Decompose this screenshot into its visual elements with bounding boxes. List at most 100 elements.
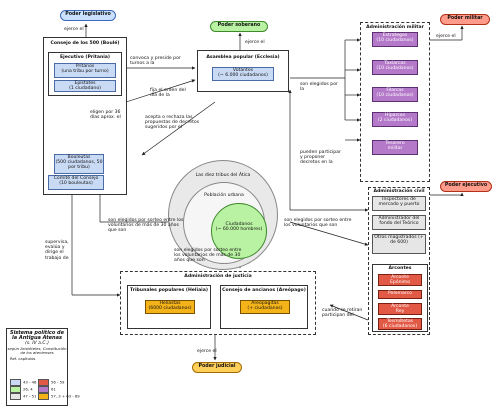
circle-inner: Ciudadanos (~ 60.000 hombres) bbox=[211, 203, 267, 259]
consejo-title: Consejo de los 500 (Boulé) bbox=[50, 41, 120, 46]
justicia-box: Administración de justicia bbox=[120, 271, 316, 335]
civil-item-administrador: Administrador del fondo del Teórico bbox=[372, 215, 426, 230]
militar-item-detail: militar bbox=[387, 146, 403, 152]
militar-item-filarcas: Filarcas (10 ciudadanos) bbox=[372, 87, 418, 102]
areopagitas-detail: (+ ciudadanos) bbox=[247, 306, 283, 312]
legend-item: 47 - 51 bbox=[10, 393, 36, 400]
circle-middle-label: Población urbana bbox=[204, 193, 244, 198]
epistates-detail: (1 ciudadano) bbox=[69, 86, 101, 92]
label-ejerce-jud: ejerce el bbox=[197, 349, 217, 354]
bouleutas-detail: (500 ciudadanos, 50 por tribu) bbox=[55, 160, 103, 171]
legend-swatch bbox=[38, 393, 49, 400]
circle-outer-label: Las diez tribus del Ática bbox=[195, 173, 251, 178]
legend-swatch bbox=[38, 379, 49, 386]
militar-item-estrategos: Estrategos (10 ciudadanos) bbox=[372, 32, 418, 47]
arconte-item-name: Tesmótetas bbox=[386, 319, 414, 324]
civil-title: Administración civil bbox=[373, 189, 425, 194]
legend-date: (s. IV a.C.) bbox=[25, 341, 49, 347]
circle-inner-label: Ciudadanos bbox=[225, 222, 253, 227]
heliastas-box: Heliastas (6000 ciudadanos) bbox=[145, 300, 195, 314]
militar-item-detail: (10 ciudadanos) bbox=[376, 66, 414, 72]
poder-legislativo-pill: Poder legislativo bbox=[60, 10, 116, 21]
legend-item-label: 47 - 51 bbox=[23, 393, 37, 399]
asamblea-title: Asamblea popular (Ecclesia) bbox=[206, 55, 280, 60]
arconte-item-detail: Epónimo bbox=[389, 280, 411, 286]
militar-item-name: Hiparcas bbox=[385, 113, 405, 118]
legend-title: Sistema político de la Antigua Atenas bbox=[9, 330, 65, 342]
legend-item: 26, 4 bbox=[10, 386, 33, 393]
arconte-item-name: Arconte bbox=[391, 275, 409, 280]
legend-swatch bbox=[38, 386, 49, 393]
militar-title: Administración militar bbox=[366, 25, 424, 30]
epistates-box: Epístates (1 ciudadano) bbox=[54, 80, 116, 92]
civil-item-inspectores: Inspectores de mercado y puerto bbox=[372, 196, 426, 211]
militar-item-hiparcas: Hiparcas (2 ciudadanos) bbox=[372, 112, 418, 127]
militar-box: Administración militar bbox=[360, 22, 430, 182]
arconte-eponimo: Arconte Epónimo bbox=[378, 274, 422, 286]
militar-item-name: Filarcas bbox=[386, 88, 404, 93]
civil-item-otros: Otros magistrados (+ de 600) bbox=[372, 234, 426, 254]
pritanos-label: Pritanos bbox=[75, 64, 95, 69]
militar-item-detail: (10 ciudadanos) bbox=[376, 38, 414, 44]
poder-militar-pill: Poder militar bbox=[440, 14, 490, 25]
pritanos-detail: (una tribu por turno) bbox=[61, 69, 109, 75]
label-pueden: pueden participar y proponer decretos en… bbox=[300, 150, 341, 166]
label-fija: fija el orden del día de la bbox=[150, 88, 186, 99]
epistates-label: Epístates bbox=[74, 81, 96, 86]
legend-item-label: 56 - 59 bbox=[51, 379, 65, 385]
justicia-title: Administración de justicia bbox=[184, 274, 252, 279]
tribunales-title: Tribunales populares (Heliaia) bbox=[130, 288, 208, 293]
label-sorteo1: son elegidos por sorteo entre los volunt… bbox=[108, 218, 184, 234]
legend-item-label: 57, 3 + 63 - 69 bbox=[51, 393, 80, 399]
label-eligen36: eligen por 36 días aprox. el bbox=[90, 110, 121, 121]
heliastas-detail: (6000 ciudadanos) bbox=[148, 306, 192, 312]
heliastas-label: Heliastas bbox=[159, 301, 181, 306]
comite-detail: (10 bouleutas) bbox=[59, 181, 93, 187]
arcontes-title: Arcontes bbox=[388, 266, 412, 271]
label-ejerce-sob: ejerce el bbox=[245, 40, 265, 45]
votantes-label: Votantes bbox=[232, 68, 254, 73]
legend-swatch bbox=[10, 379, 21, 386]
arconte-polemarco: Polemarco bbox=[378, 290, 422, 299]
militar-item-detail: (10 ciudadanos) bbox=[376, 93, 414, 99]
poder-judicial-pill: Poder judicial bbox=[192, 362, 242, 373]
militar-item-name: Estrategos bbox=[382, 33, 408, 38]
ejecutivo-title: Ejecutivo (Pritania) bbox=[60, 55, 110, 60]
pritanos-box: Pritanos (una tribu por turno) bbox=[54, 63, 116, 78]
arconte-item-detail: (6 ciudadanos) bbox=[382, 324, 418, 330]
militar-item-name: Tesorero bbox=[385, 141, 405, 146]
legend-item: 57, 3 + 63 - 69 bbox=[38, 393, 80, 400]
arconte-tesmotetas: Tesmótetas (6 ciudadanos) bbox=[378, 318, 422, 330]
ancianos-title: Consejo de ancianos (Areópago) bbox=[222, 288, 306, 293]
poder-soberano-pill: Poder soberano bbox=[210, 21, 268, 32]
label-ejerce-mil: ejerce el bbox=[436, 34, 456, 39]
legend-swatch bbox=[10, 393, 21, 400]
label-elegidos-por: son elegidos por la bbox=[300, 82, 338, 93]
label-acepta: acepta o rechaza las propuestas de decre… bbox=[145, 115, 200, 131]
legend-item: 56 - 59 bbox=[38, 379, 64, 386]
legend-item: 43 - 46 bbox=[10, 379, 36, 386]
militar-item-detail: (2 ciudadanos) bbox=[377, 118, 413, 124]
militar-item-taxiarcas: Taxiarcas (10 ciudadanos) bbox=[372, 60, 418, 75]
comite-label: Comité del Consejo bbox=[53, 176, 99, 181]
votantes-box: Votantes (~ 6.000 ciudadanos) bbox=[212, 67, 274, 81]
arconte-rey: Arconte Rey bbox=[378, 303, 422, 315]
areopagitas-label: Areopagitas bbox=[251, 301, 279, 306]
legend-swatch bbox=[10, 386, 21, 393]
label-supervisa: supervisa, evalúa y dirige el trabajo de bbox=[45, 240, 69, 261]
legend-item-label: 61 bbox=[51, 386, 56, 392]
legend-item-label: 26, 4 bbox=[23, 386, 33, 392]
bouleutas-label: Bouleutas bbox=[67, 155, 91, 160]
militar-item-name: Taxiarcas bbox=[384, 61, 406, 66]
areopagitas-box: Areopagitas (+ ciudadanos) bbox=[240, 300, 290, 314]
legend-ref: Ref. capítulos bbox=[10, 356, 36, 362]
legend-item-label: 43 - 46 bbox=[23, 379, 37, 385]
label-ejerce-leg: ejerce el bbox=[64, 27, 84, 32]
bouleutas-box: Bouleutas (500 ciudadanos, 50 por tribu) bbox=[54, 154, 104, 174]
legend-item: 61 bbox=[38, 386, 56, 393]
poder-ejecutivo-pill: Poder ejecutivo bbox=[440, 181, 492, 192]
label-convoca: convoca y preside por turnos a la bbox=[130, 56, 181, 67]
arconte-item-detail: Rey bbox=[395, 309, 405, 315]
legend-source: según Aristóteles, Constitución de los a… bbox=[7, 345, 67, 356]
label-retiran: cuando se retiran participan del bbox=[322, 308, 363, 319]
